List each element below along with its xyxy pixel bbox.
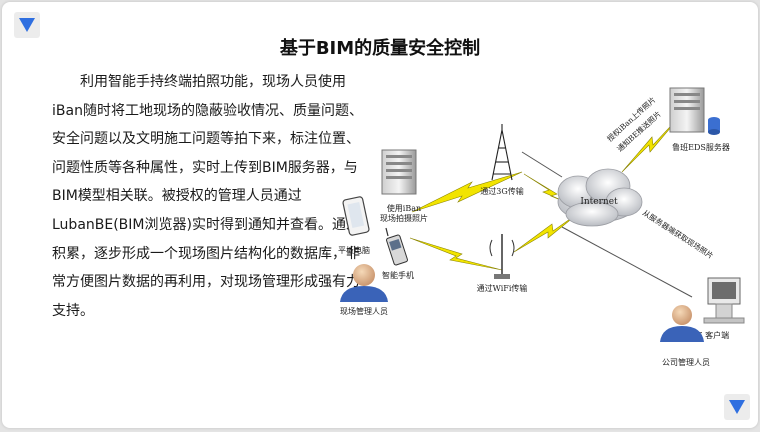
label-be-client: BE 客户端 — [691, 330, 729, 340]
label-iban-line2: 现场拍摄照片 — [380, 213, 428, 223]
triangle-down-icon — [19, 18, 35, 32]
triangle-down-icon — [729, 400, 745, 414]
smartphone-icon — [385, 227, 408, 266]
label-tablet: 平板电脑 — [338, 245, 370, 255]
lightning-bolt-phone-to-wifi — [409, 237, 503, 271]
corner-marker-top-left — [14, 12, 40, 38]
connection-lines — [521, 151, 693, 298]
label-company-manager: 公司管理人员 — [662, 357, 710, 367]
body-paragraph: 利用智能手持终端拍照功能，现场人员使用iBan随时将工地现场的隐蔽验收情况、质量… — [52, 74, 363, 319]
slide-title: 基于BIM的质量安全控制 — [279, 38, 481, 59]
label-3g: 通过3G传输 — [480, 186, 523, 196]
label-internet: Internet — [580, 197, 618, 207]
site-manager-person-icon — [340, 264, 388, 302]
label-download: 从服务器端获取现场照片 — [641, 207, 716, 260]
cell-tower-icon — [491, 124, 513, 181]
lightning-bolt-tablet-to-tower — [411, 171, 523, 213]
label-wifi: 通过WiFi传输 — [477, 283, 528, 293]
label-phone: 智能手机 — [382, 270, 414, 280]
lightning-bolts — [409, 113, 683, 271]
be-client-computer-icon — [703, 277, 745, 324]
site-server-icon — [381, 149, 417, 195]
label-eds-server: 鲁班EDS服务器 — [672, 142, 730, 152]
wifi-antenna-icon — [489, 234, 515, 279]
eds-server-icon — [669, 87, 720, 135]
tablet-icon — [342, 196, 370, 236]
label-iban-line1: 使用iBan — [387, 203, 421, 213]
internet-cloud-icon — [557, 168, 643, 227]
company-manager-person-icon — [660, 305, 704, 342]
corner-marker-bottom-right — [724, 394, 750, 420]
label-site-manager: 现场管理人员 — [340, 306, 388, 316]
